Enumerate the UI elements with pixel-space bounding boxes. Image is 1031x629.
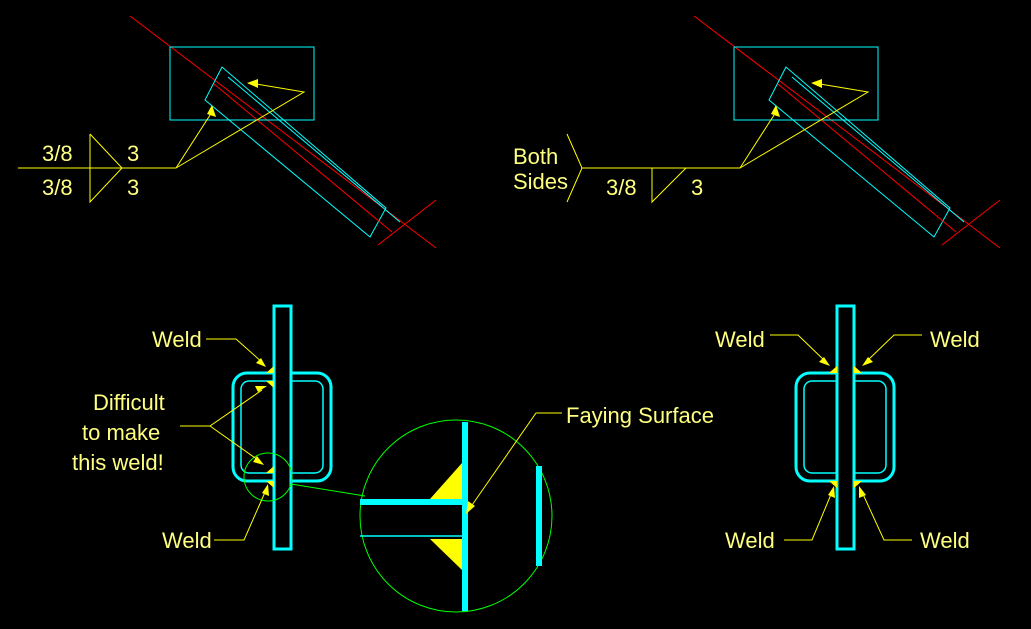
weld-leader [784, 491, 833, 541]
brace-line [791, 76, 965, 223]
brace-line [227, 76, 401, 223]
weld-leader [865, 334, 922, 363]
weld-leader [770, 334, 827, 363]
weld-fillet-large [430, 539, 462, 570]
tail-note-both: Both [513, 144, 558, 169]
arrowhead [859, 486, 866, 498]
weld-label-top-right: Weld [930, 327, 980, 352]
weld-leader [206, 338, 264, 364]
arrowhead [255, 386, 267, 392]
arrowhead [256, 358, 266, 367]
note-line-3: this weld! [72, 450, 164, 475]
leader-line-2 [739, 82, 870, 169]
fillet-weld-symbol [89, 133, 123, 204]
tail-note-sides: Sides [513, 169, 568, 194]
weld-fillet [854, 481, 862, 488]
weld-length: 3 [691, 175, 703, 200]
weld-fillet [266, 366, 274, 373]
arrowhead [811, 79, 822, 88]
note-leader [180, 389, 263, 427]
arrowhead [262, 484, 269, 496]
detail-connector [290, 483, 366, 497]
enlarged-detail: Faying Surface [359, 403, 714, 613]
brace-centerline [777, 83, 957, 233]
note-leader [209, 425, 259, 461]
centerline-cross [941, 199, 1001, 246]
faying-surface-label: Faying Surface [566, 403, 714, 428]
detail-callout-circle [243, 452, 293, 502]
weld-fillet [829, 481, 837, 488]
weld-size-top: 3/8 [42, 141, 73, 166]
top-right-weld-detail: Both Sides 3/8 3 [513, 15, 1001, 249]
bottom-left-hss-detail: Weld Difficult to make this weld! Weld [72, 304, 366, 553]
beam-rectangle [169, 46, 315, 121]
arrowhead [862, 357, 873, 366]
arrowhead [247, 79, 258, 88]
arrowhead [466, 501, 475, 514]
leader-line-2 [175, 82, 306, 169]
bottom-right-hss-detail: Weld Weld Weld Weld [715, 304, 980, 553]
weld-fillet [854, 366, 862, 373]
diagonal-brace [768, 66, 951, 238]
weld-leader [214, 489, 267, 541]
enlargement-circle [359, 419, 553, 613]
arrowhead [253, 456, 264, 465]
weld-length-top: 3 [127, 141, 139, 166]
weld-fillet [266, 466, 274, 473]
weld-label-top: Weld [152, 327, 202, 352]
fillet-weld-symbol [651, 167, 687, 204]
weld-fillet [266, 481, 274, 488]
gusset-plate [835, 304, 856, 551]
gusset-plate [272, 304, 293, 551]
note-line-2: to make [82, 420, 160, 445]
weld-label-top-left: Weld [715, 327, 765, 352]
weld-leader [861, 491, 912, 541]
weld-length-bottom: 3 [127, 175, 139, 200]
beam-rectangle [733, 46, 879, 121]
arrowhead [771, 105, 780, 117]
diagonal-brace [204, 66, 387, 238]
weld-size-bottom: 3/8 [42, 175, 73, 200]
faying-leader [469, 412, 562, 509]
arrowhead [828, 486, 835, 498]
brace-centerline [213, 83, 393, 233]
weld-fillet [829, 366, 837, 373]
top-left-weld-detail: 3/8 3 3/8 3 [18, 15, 437, 249]
weld-label-bottom: Weld [162, 528, 212, 553]
note-line-1: Difficult [93, 390, 165, 415]
weld-label-bottom-right: Weld [920, 528, 970, 553]
centerline-cross [377, 199, 437, 246]
arrowhead [207, 105, 216, 117]
weld-size: 3/8 [606, 175, 637, 200]
weld-tail [566, 133, 583, 203]
arrowhead [819, 357, 830, 366]
weld-label-bottom-left: Weld [725, 528, 775, 553]
weld-fillet [266, 381, 274, 388]
weld-fillet-large [430, 463, 462, 499]
